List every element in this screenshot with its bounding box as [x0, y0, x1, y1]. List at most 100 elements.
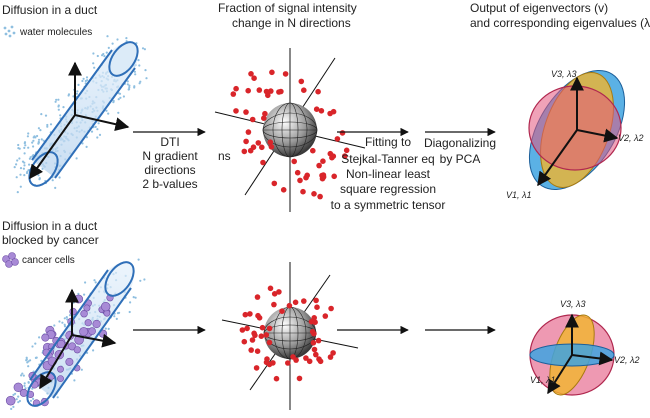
water-molecule: [132, 296, 135, 299]
water-molecule: [57, 98, 60, 101]
signal-point: [311, 191, 317, 197]
signal-point: [306, 358, 313, 365]
water-molecule: [97, 122, 100, 125]
water-molecule: [29, 156, 32, 159]
signal-point: [248, 71, 254, 77]
cancer-title-2: blocked by cancer: [2, 233, 99, 247]
water-molecule: [24, 387, 27, 390]
water-molecule: [37, 127, 41, 130]
water-molecule: [19, 173, 22, 176]
cancer-cell: [41, 333, 50, 342]
signal-point: [297, 177, 303, 184]
water-molecule: [34, 356, 38, 359]
water-molecule: [26, 135, 29, 138]
signal-point: [322, 313, 329, 319]
signal-point: [271, 180, 278, 187]
signal-point: [293, 357, 299, 363]
water-molecule: [84, 79, 87, 83]
cancer-cell: [92, 319, 101, 329]
water-molecule: [61, 321, 64, 324]
water-molecule: [39, 129, 42, 132]
water-molecule: [10, 407, 13, 410]
signal-point: [268, 144, 275, 150]
water-molecule: [58, 320, 61, 323]
signal-point: [313, 297, 319, 304]
water-molecule: [107, 327, 110, 330]
signal-point: [327, 354, 334, 360]
signal-point: [250, 144, 257, 150]
signal-point: [255, 312, 261, 319]
water-molecule: [15, 163, 18, 166]
water-molecule: [21, 372, 24, 375]
signal-point: [266, 325, 273, 332]
water-molecule: [19, 185, 22, 188]
signal-point: [320, 172, 327, 178]
water-molecule: [26, 170, 29, 173]
water-molecule: [143, 48, 146, 51]
water-molecule: [22, 167, 25, 170]
water-molecule: [20, 374, 23, 377]
water-molecule: [31, 345, 34, 348]
signal-point: [280, 187, 287, 193]
water-molecule: [56, 396, 59, 399]
pca-step-text: Diagonalizing by PCA: [424, 136, 496, 166]
water-molecule: [126, 80, 129, 83]
water-molecule: [85, 136, 88, 139]
water-molecule: [68, 314, 72, 317]
cancer-cell: [57, 365, 64, 373]
signal-point: [316, 162, 322, 169]
water-legend-label: water molecules: [19, 27, 92, 38]
water-molecule: [21, 160, 25, 163]
signal-point: [310, 340, 317, 346]
signal-point: [317, 193, 323, 200]
dti-line-2: N gradient: [142, 149, 198, 163]
water-molecule: [105, 51, 108, 54]
signal-point: [249, 337, 256, 343]
water-molecule: [93, 279, 96, 282]
water-molecule: [40, 138, 43, 141]
signal-point: [279, 308, 285, 315]
diffusion-title: Diffusion in a duct: [2, 3, 98, 17]
signal-point: [266, 339, 273, 346]
signal-point: [259, 324, 266, 331]
water-molecule: [31, 155, 34, 158]
water-molecule: [16, 191, 19, 194]
dti-line-1: DTI: [160, 135, 179, 149]
v2-label-bottom: V2, λ2: [614, 355, 639, 365]
eigen-ellipsoid-bottom: [529, 313, 615, 396]
signal-point: [315, 88, 321, 95]
signal-point: [271, 301, 277, 308]
water-molecule: [13, 166, 16, 169]
water-molecule: [18, 399, 21, 403]
signal-point: [276, 89, 282, 95]
cancer-cell: [5, 395, 16, 406]
signal-point: [282, 71, 289, 77]
cancer-cell: [69, 307, 77, 316]
signal-point: [313, 351, 319, 358]
cancer-cell: [84, 319, 92, 327]
water-molecule: [75, 157, 78, 160]
v1-label-top: V1, λ1: [506, 190, 531, 200]
water-molecule: [37, 174, 40, 177]
water-molecule: [17, 395, 20, 398]
water-molecule: [51, 179, 54, 182]
v3-label-top: V3, λ3: [551, 69, 576, 79]
signal-point: [301, 298, 307, 304]
water-molecule: [72, 95, 75, 98]
dti-line-3: directions: [144, 163, 195, 177]
water-molecule: [92, 52, 95, 55]
water-molecule: [138, 64, 141, 67]
water-molecule: [128, 310, 131, 314]
water-molecule: [81, 142, 84, 145]
water-molecule: [27, 381, 30, 384]
water-molecule: [113, 315, 116, 318]
water-molecule: [25, 359, 28, 362]
water-molecule: [31, 387, 34, 390]
duct-axis-v2: [74, 114, 130, 132]
water-molecule: [116, 38, 119, 41]
signal-point: [330, 108, 337, 115]
water-molecule: [12, 393, 15, 396]
pca-line-1: Diagonalizing: [424, 136, 496, 150]
water-molecule: [57, 105, 60, 108]
signal-point: [308, 318, 315, 325]
